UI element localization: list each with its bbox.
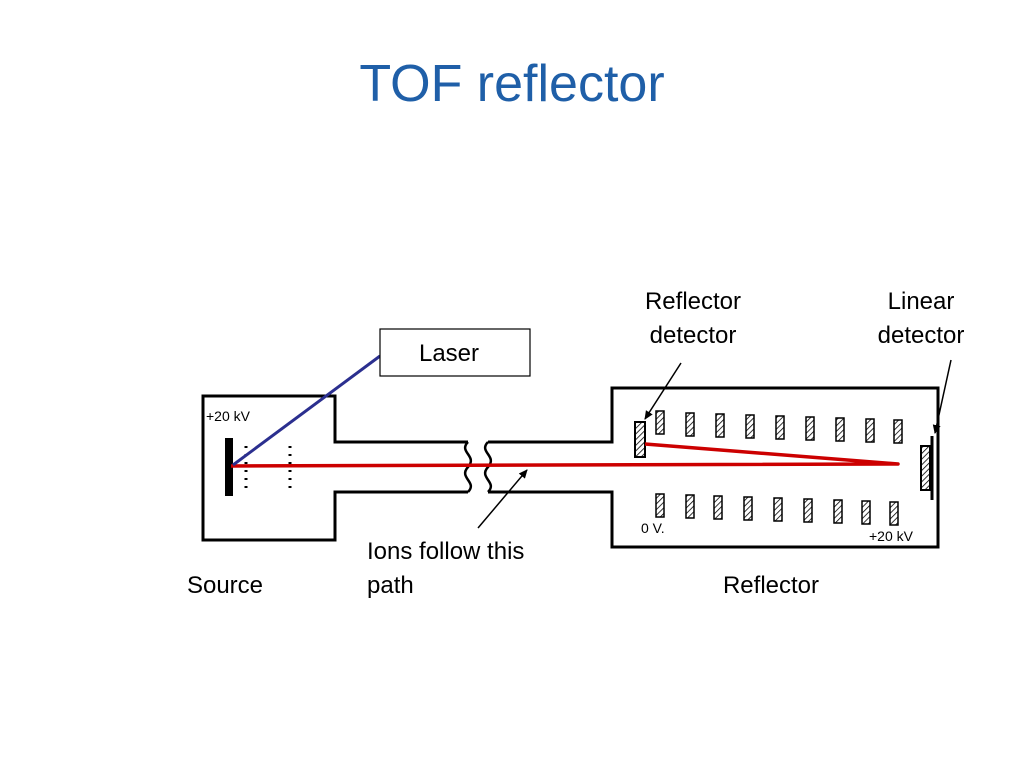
source-voltage-label: +20 kV — [206, 408, 251, 424]
sample-plate — [225, 438, 233, 496]
reflector-electrodes-top — [655, 410, 903, 444]
apparatus-outline — [201, 386, 940, 549]
linear-detector — [920, 445, 931, 491]
ions-path-label-line2: path — [367, 572, 414, 599]
source-label: Source — [187, 572, 263, 599]
reflector-detector — [634, 421, 646, 458]
ions-path-pointer — [477, 469, 528, 529]
reflector-detector-label-line1: Reflector — [645, 288, 741, 315]
linear-detector-label-line2: detector — [878, 322, 965, 349]
ion-path — [230, 442, 900, 468]
reflector-detector-label-line2: detector — [650, 322, 737, 349]
laser-label: Laser — [419, 340, 479, 367]
reflector-entry-voltage-label: 0 V. — [641, 520, 665, 536]
reflector-label: Reflector — [723, 572, 819, 599]
ions-path-label-line1: Ions follow this — [367, 538, 524, 565]
laser-beam — [232, 354, 381, 467]
reflector-detector-pointer — [644, 362, 682, 420]
linear-detector-label-line1: Linear — [888, 288, 955, 315]
linear-detector-pointer — [932, 359, 952, 434]
slide-title: TOF reflector — [359, 55, 665, 113]
reflector-end-voltage-label: +20 kV — [869, 528, 914, 544]
laser-box — [379, 328, 531, 377]
reflector-electrodes-bottom — [655, 493, 899, 526]
tube-break-right — [483, 441, 493, 493]
